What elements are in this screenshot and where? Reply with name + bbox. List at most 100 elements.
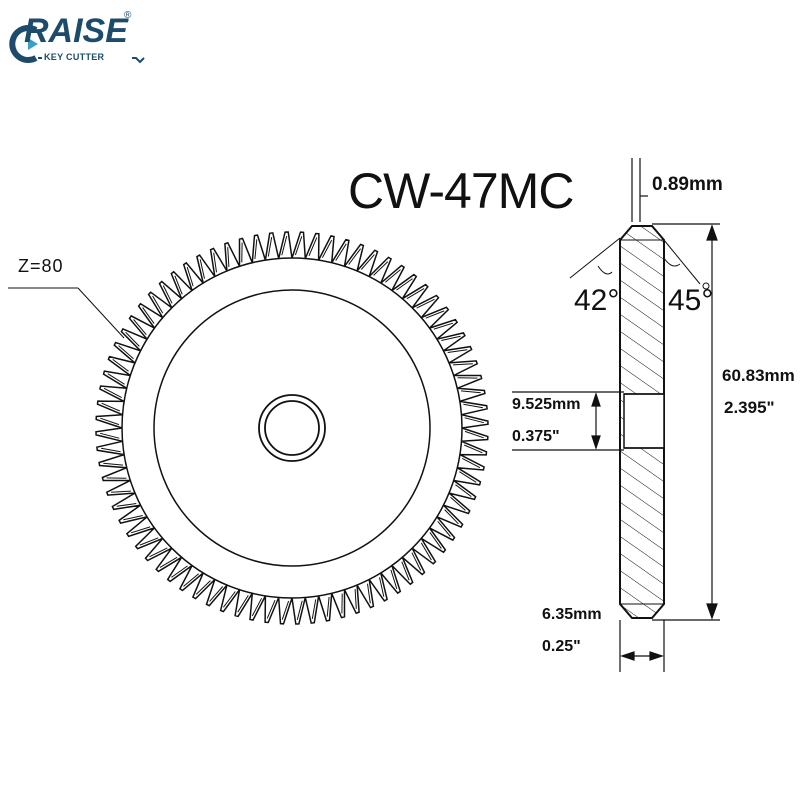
width-inch-label: 0.25" [542, 638, 581, 655]
diameter-inch-label: 2.395" [724, 398, 775, 417]
gear-tooth-face [152, 295, 164, 314]
bore-inch-label: 0.375" [512, 428, 560, 445]
logo-key-underline [38, 57, 145, 64]
gear-tooth-face [425, 310, 445, 319]
gear-tooth-face [321, 239, 333, 258]
logo-registered-mark: ® [124, 10, 132, 21]
gear-tooth-face [420, 542, 432, 561]
gear-tooth-face [125, 331, 140, 347]
gear-tooth-face [101, 447, 121, 453]
gear-root-circle [121, 257, 463, 599]
gear-tooth-face [354, 589, 357, 609]
gear-tooth-face [455, 484, 472, 497]
logo-subtitle: KEY CUTTER [44, 52, 105, 62]
gear-tooth-face [107, 373, 125, 385]
thickness-dimension [631, 158, 648, 222]
gear-tooth-face [367, 583, 371, 604]
gear-tooth-face [406, 288, 425, 300]
width-dimension [619, 620, 665, 672]
gear-tooth-face [183, 573, 200, 587]
gear-tooth-face [174, 275, 183, 295]
gear-tooth-face [384, 269, 401, 283]
gear-tooth-face [464, 430, 484, 439]
gear-body-circle [153, 289, 431, 567]
gear-tooth-face [159, 556, 178, 568]
gear-tooth-face [112, 359, 129, 372]
gear-tooth-face [118, 345, 134, 360]
gear-tooth-face [162, 285, 173, 304]
gear-bore-circle [264, 400, 320, 456]
gear-tooth-face [450, 496, 466, 511]
gear-tooth-face [296, 600, 303, 621]
model-title: CW-47MC [348, 163, 574, 219]
gear-tooth-face [433, 322, 454, 330]
gear-tooth-face [294, 236, 303, 256]
logo-c-icon [9, 25, 38, 63]
gear-tooth-face [326, 596, 330, 617]
gear-tooth-face [209, 586, 224, 602]
gear-tooth-face [254, 239, 258, 260]
gear-tooth-outline [95, 231, 489, 625]
gear-tooth-face [281, 600, 290, 620]
diameter-dimension [652, 223, 720, 621]
gear-tooth-face [429, 532, 442, 549]
gear-tooth-face [116, 503, 137, 507]
profile-bore-section [623, 393, 665, 449]
gear-tooth-face [213, 252, 217, 273]
gear-tooth-face [437, 520, 451, 537]
bore-mm-label: 9.525mm [512, 396, 581, 413]
gear-tooth-face [149, 547, 168, 558]
gear-front-view [95, 231, 489, 625]
gear-tooth-face [401, 561, 410, 581]
gear-tooth-face [101, 402, 120, 412]
thickness-label: 0.89mm [652, 174, 723, 195]
gear-hub-outer [258, 394, 326, 462]
diameter-mm-label: 60.83mm [722, 366, 795, 385]
gear-tooth-face [195, 580, 211, 595]
gear-tooth-face [463, 403, 483, 409]
gear-tooth-face [311, 599, 317, 619]
gear-tooth-face [251, 598, 263, 617]
logo-wordmark: RAISE [24, 12, 128, 50]
gear-tooth-face [142, 307, 155, 324]
gear-teeth [95, 231, 489, 625]
gear-tooth-face [464, 417, 485, 424]
gear-tooth-face [460, 390, 481, 394]
gear-tooth-face [462, 457, 481, 469]
gear-tooth-face [444, 509, 459, 525]
gear-tooth-face [308, 237, 318, 256]
cutter-side-profile [619, 225, 665, 619]
gear-tooth-face [227, 247, 230, 267]
gear-tooth-face [199, 259, 205, 279]
gear-tooth-face [133, 319, 147, 336]
gear-tooth-face [186, 266, 194, 287]
gear-tooth-face [100, 417, 120, 426]
gear-tooth-face [464, 444, 483, 454]
gear-tooth-face [360, 254, 375, 270]
teeth-count-label: Z=80 [18, 256, 64, 276]
gear-tooth-face [416, 298, 435, 309]
gear-tooth-face [223, 591, 236, 608]
gear-tooth-face [396, 278, 413, 291]
gear-tooth-face [266, 600, 276, 619]
gear-tooth-face [139, 537, 159, 546]
gear-tooth-face [348, 248, 361, 265]
gear-tooth-face [103, 387, 122, 399]
teeth-leader-diagonal [77, 287, 125, 339]
gear-tooth-face [237, 595, 249, 613]
gear-tooth-face [99, 432, 120, 439]
gear-tooth-face [373, 261, 389, 276]
gear-tooth-face [379, 577, 385, 597]
gear-tooth-face [441, 335, 461, 341]
angle-markers [569, 237, 710, 290]
gear-tooth-face [111, 490, 131, 493]
left-angle-label: 42° [574, 284, 620, 317]
right-angle-label: 45° [668, 284, 714, 317]
gear-tooth-face [281, 235, 288, 256]
width-mm-label: 6.35mm [542, 606, 602, 623]
gear-tooth-face [453, 363, 473, 366]
gear-tooth-face [171, 565, 188, 578]
gear-tooth-face [130, 526, 151, 534]
raise-logo: RAISE ® KEY CUTTER [6, 8, 145, 68]
